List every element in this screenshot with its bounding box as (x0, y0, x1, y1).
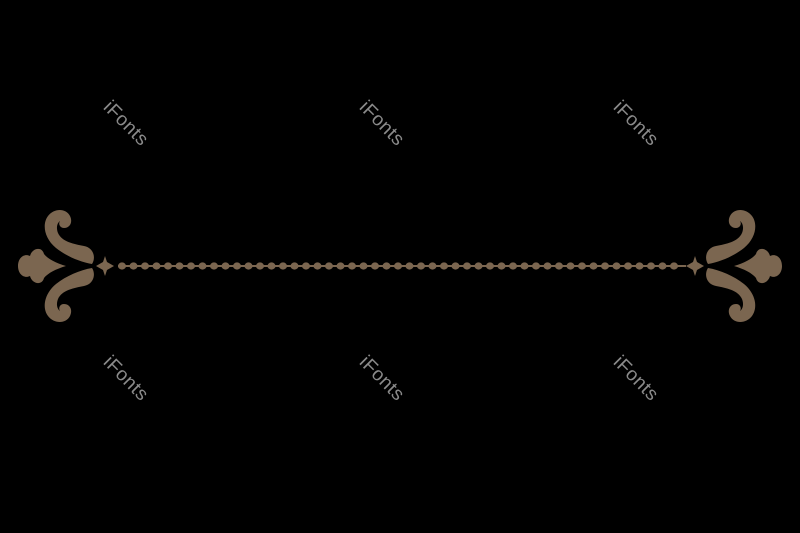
ornamental-divider (18, 210, 782, 322)
